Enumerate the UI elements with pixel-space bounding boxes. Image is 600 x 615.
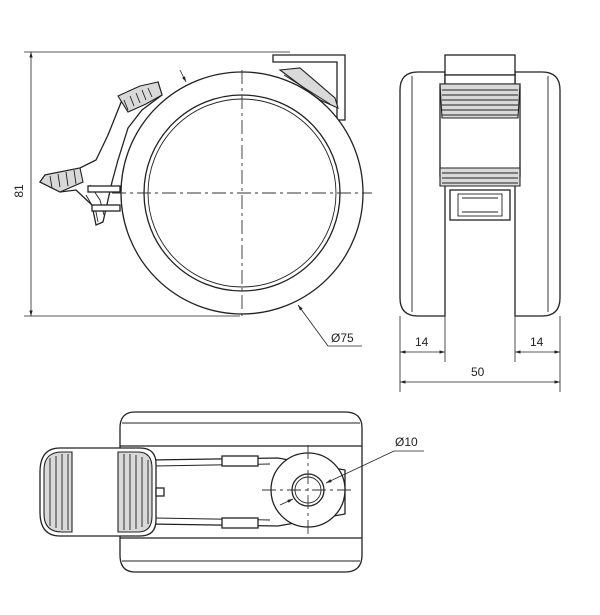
dim-14-right-label: 14	[530, 335, 544, 349]
front-tyre-left	[399, 71, 446, 317]
front-view: 14 14 50	[399, 54, 561, 392]
diameter-75-leader: Ø75	[297, 304, 362, 347]
dim-14-right: 14	[514, 316, 561, 392]
height-dimension: 81	[12, 51, 290, 317]
front-axle-block	[449, 189, 511, 221]
front-tyre-right	[514, 71, 561, 317]
side-brake-pedal	[39, 81, 163, 226]
top-view: Ø10	[39, 411, 424, 573]
diameter-75-label: Ø75	[331, 331, 354, 345]
side-bracket	[272, 54, 346, 121]
dim-14-left: 14	[399, 316, 446, 392]
diameter-10-leader: Ø10	[279, 435, 424, 506]
front-housing-top	[444, 54, 516, 76]
diameter-10-label: Ø10	[395, 435, 418, 449]
dim-50-label: 50	[471, 365, 485, 379]
top-clamp-lower	[221, 517, 259, 529]
dim-50: 50	[400, 365, 560, 384]
dim-14-left-label: 14	[415, 335, 429, 349]
front-brake-pedal	[439, 83, 521, 187]
side-view: 81 Ø75	[12, 51, 372, 347]
top-brake-pedal	[39, 447, 165, 537]
height-label: 81	[12, 184, 26, 198]
tread-leader	[179, 69, 187, 83]
top-clamp-upper	[221, 455, 259, 467]
